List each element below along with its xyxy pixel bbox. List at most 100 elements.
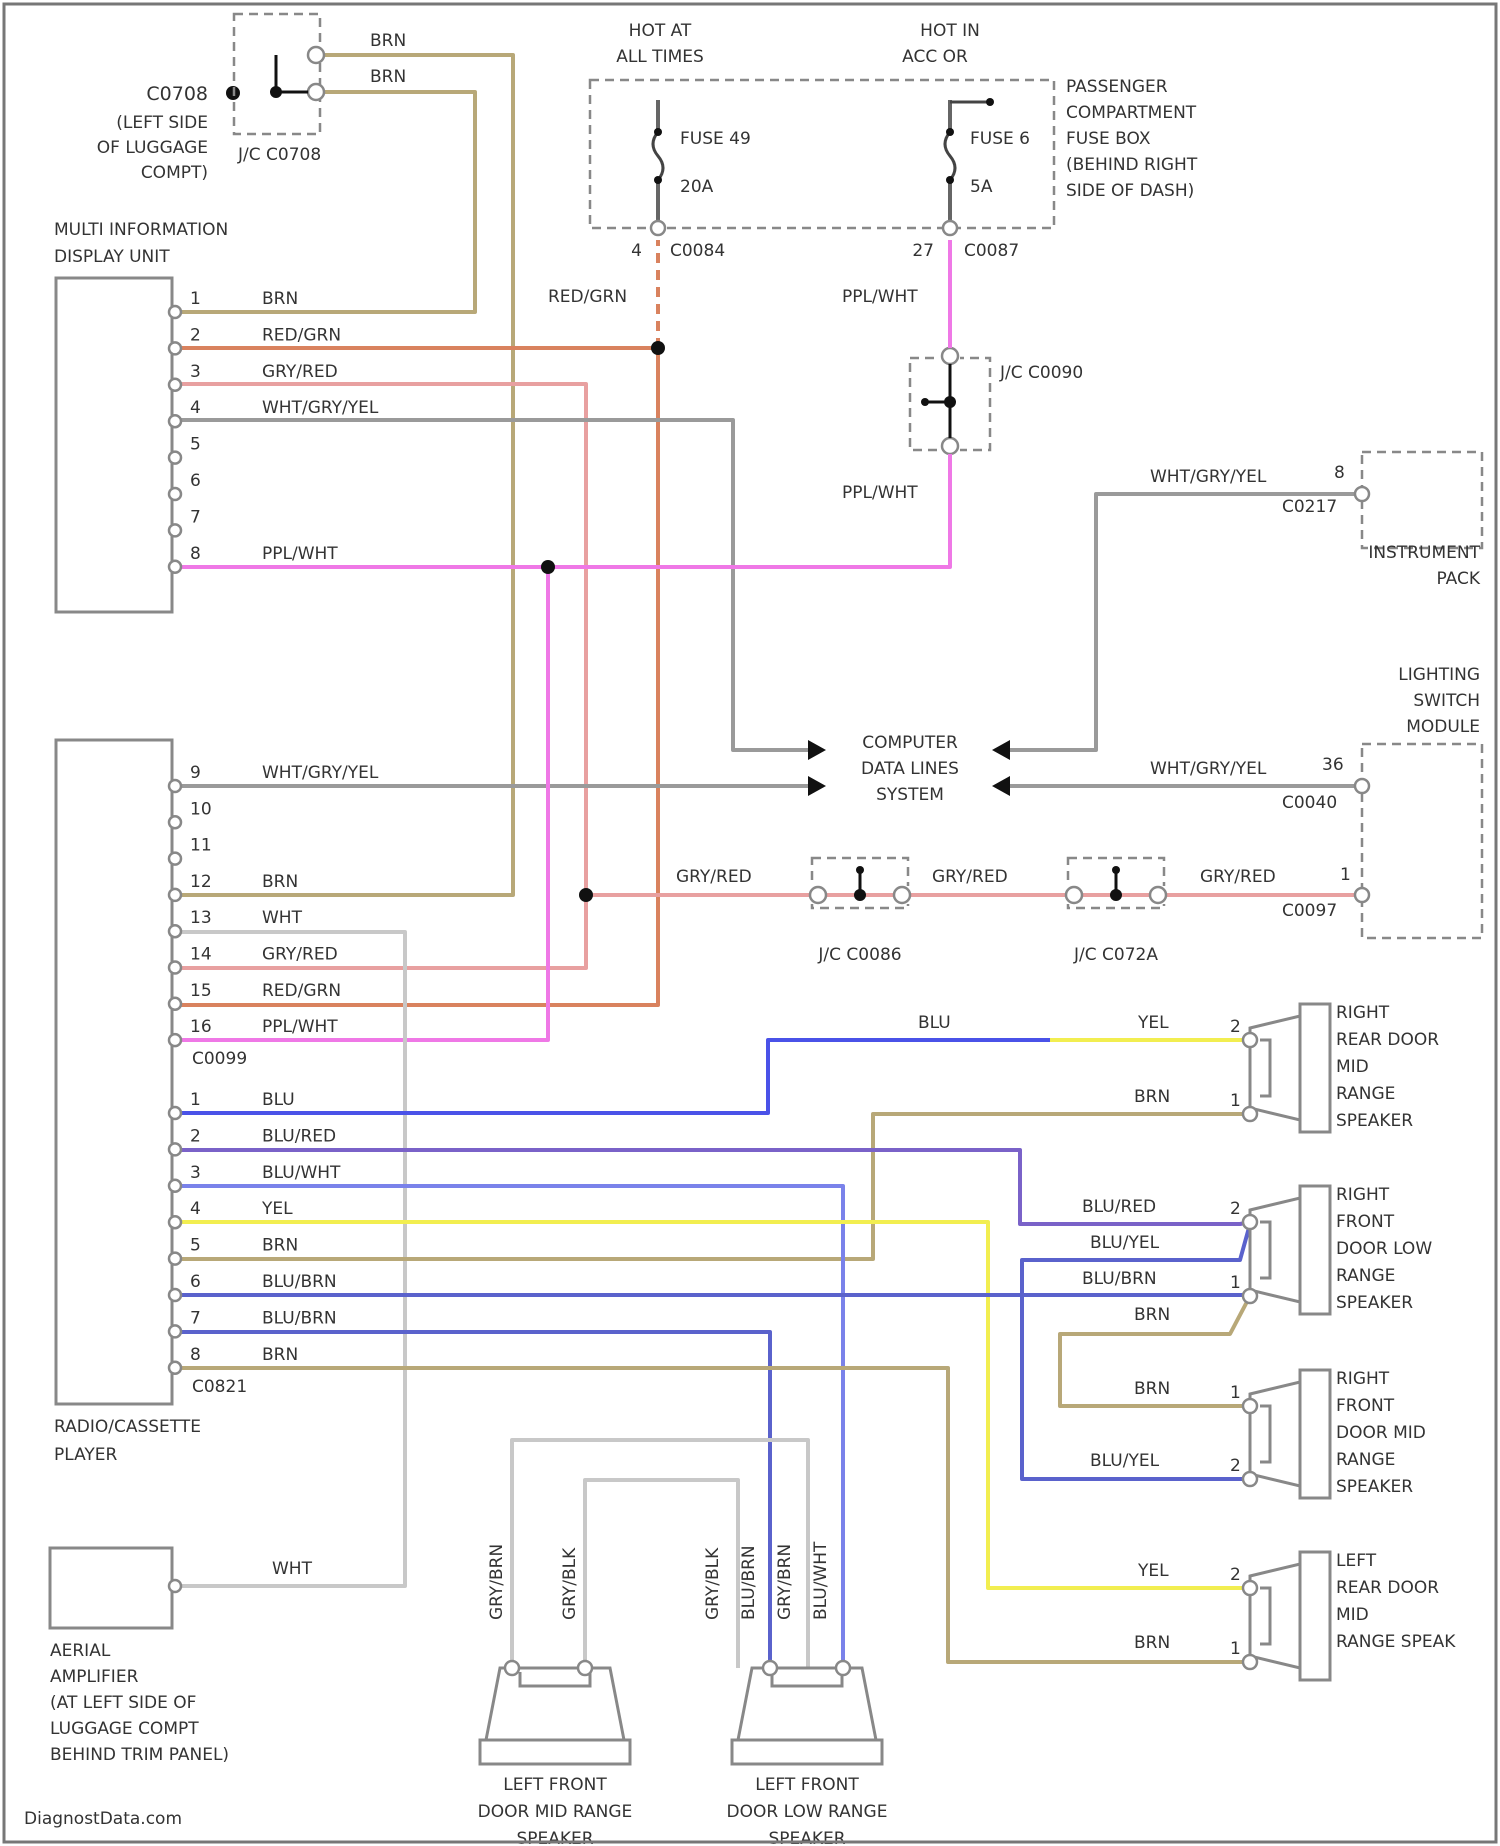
wire-blu xyxy=(175,1040,1050,1113)
radio-cassette-player: 9WHT/GRY/YEL101112BRN13WHT14GRY/RED15RED… xyxy=(54,740,379,1465)
lsm-box xyxy=(1362,744,1482,938)
computer-data-lines: COMPUTER DATA LINES SYSTEM xyxy=(808,733,1010,805)
fuse-box-desc: FUSE BOX xyxy=(1066,129,1151,149)
wire-label: BLU/BRN xyxy=(739,1545,759,1620)
wire-label: RED/GRN xyxy=(262,981,341,1001)
wire-label: BRN xyxy=(1134,1633,1170,1653)
speaker-label: SPEAKER xyxy=(1336,1477,1413,1497)
speaker-rf_low: 21RIGHTFRONTDOOR LOWRANGESPEAKER xyxy=(1230,1185,1432,1314)
pin-number: 12 xyxy=(190,872,212,892)
c0708-desc: OF LUGGAGE xyxy=(97,138,208,158)
wire-label: BLU/RED xyxy=(262,1126,336,1146)
hot-label: HOT IN xyxy=(920,21,980,41)
hot-label: ALL TIMES xyxy=(616,47,704,67)
watermark: DiagnostData.com xyxy=(24,1809,182,1829)
speaker-rr_mid: 21RIGHTREAR DOORMIDRANGESPEAKER xyxy=(1230,1003,1439,1132)
wire-label: BLU/WHT xyxy=(262,1163,341,1183)
speaker-icon xyxy=(1250,1564,1300,1668)
pin xyxy=(169,889,181,901)
lsm-title: MODULE xyxy=(1406,717,1480,737)
pin xyxy=(942,348,958,364)
wire-label: PPL/WHT xyxy=(262,1017,338,1037)
speaker-label: DOOR LOW RANGE xyxy=(727,1802,888,1822)
fuse1-rating: 20A xyxy=(680,177,714,197)
speaker-label: SPEAKER xyxy=(1336,1111,1413,1131)
pin-number: 11 xyxy=(190,836,212,856)
wire-wht-gry-yel-ip xyxy=(1010,494,1362,750)
c0708-desc: COMPT) xyxy=(141,163,208,183)
speaker-label: FRONT xyxy=(1336,1396,1395,1416)
speaker-icon xyxy=(486,1668,624,1740)
aerial-desc: AERIAL xyxy=(50,1641,111,1661)
wire-label: WHT xyxy=(262,908,303,928)
speaker-label: MID xyxy=(1336,1057,1369,1077)
speaker-lf_low: LEFT FRONTDOOR LOW RANGESPEAKER xyxy=(727,1661,888,1846)
pin xyxy=(169,379,181,391)
pin xyxy=(169,1034,181,1046)
speaker-label: RANGE xyxy=(1336,1084,1395,1104)
pin xyxy=(169,415,181,427)
speaker-label: REAR DOOR xyxy=(1336,1578,1439,1598)
jc-label: J/C C072A xyxy=(1073,945,1158,965)
multi-information-display: MULTI INFORMATION DISPLAY UNIT 1BRN2RED/… xyxy=(54,220,379,612)
connector-label: C0097 xyxy=(1282,901,1337,921)
radio-title: PLAYER xyxy=(54,1445,118,1465)
wire-label: BLU/YEL xyxy=(1090,1233,1160,1253)
pin xyxy=(943,221,957,235)
aerial-amplifier: AERIAL AMPLIFIER (AT LEFT SIDE OF LUGGAG… xyxy=(50,1548,229,1765)
pin xyxy=(169,925,181,937)
speaker-label: LEFT FRONT xyxy=(503,1775,607,1795)
wire-gry-red xyxy=(175,384,586,968)
pin-number: 9 xyxy=(190,763,201,783)
radio-box xyxy=(56,740,172,1404)
wire-label: BRN xyxy=(1134,1379,1170,1399)
pin-number: 2 xyxy=(190,325,201,345)
aerial-box xyxy=(50,1548,172,1628)
wire-label: GRY/BLK xyxy=(560,1547,580,1620)
bottom-wire-labels: GRY/BRN GRY/BLK GRY/BLK BLU/BRN GRY/BRN … xyxy=(487,1541,831,1620)
pin xyxy=(169,342,181,354)
pin-number: 3 xyxy=(190,362,201,382)
speaker-icon xyxy=(1250,1382,1300,1486)
pin-number: 2 xyxy=(1230,1017,1241,1037)
wire-label: WHT/GRY/YEL xyxy=(1150,467,1267,487)
wire-label: YEL xyxy=(1137,1013,1169,1033)
pin xyxy=(169,816,181,828)
pin-number: 8 xyxy=(190,544,201,564)
speaker-lf_mid: LEFT FRONTDOOR MID RANGESPEAKER xyxy=(478,1661,633,1846)
c0708-label: C0708 xyxy=(146,83,208,105)
wire-label: PPL/WHT xyxy=(262,544,338,564)
pin-number: 7 xyxy=(190,507,201,527)
instrument-pack-title: PACK xyxy=(1436,569,1480,589)
wire-label: BLU/BRN xyxy=(262,1308,337,1328)
data-lines-title: SYSTEM xyxy=(876,785,944,805)
wire-label: BLU/BRN xyxy=(1082,1269,1157,1289)
wire-blu-yel-rf xyxy=(1022,1224,1250,1479)
fuse-box-desc: COMPARTMENT xyxy=(1066,103,1197,123)
data-lines-title: COMPUTER xyxy=(862,733,958,753)
pin xyxy=(169,561,181,573)
aerial-desc: AMPLIFIER xyxy=(50,1667,139,1687)
pin-number: 4 xyxy=(631,241,642,261)
aerial-desc: (AT LEFT SIDE OF xyxy=(50,1693,196,1713)
wire-label: BRN xyxy=(370,31,406,51)
speaker-label: SPEAKER xyxy=(1336,1293,1413,1313)
connector-label: C0087 xyxy=(964,241,1019,261)
wire-label: BLU/YEL xyxy=(1090,1451,1160,1471)
pin-number: 1 xyxy=(190,1090,201,1110)
pin xyxy=(169,1143,181,1155)
aerial-desc: LUGGAGE COMPT xyxy=(50,1719,199,1739)
pin-number: 4 xyxy=(190,1199,201,1219)
wire-label: RED/GRN xyxy=(262,325,341,345)
wire-label: GRY/BRN xyxy=(487,1544,507,1620)
speaker-icon xyxy=(1250,1016,1300,1120)
pin xyxy=(651,221,665,235)
wire-label: BRN xyxy=(1134,1305,1170,1325)
pin-number: 2 xyxy=(1230,1565,1241,1585)
connector-label: C0099 xyxy=(192,1049,247,1069)
pin xyxy=(169,1107,181,1119)
pin-number: 1 xyxy=(190,289,201,309)
mid-title: DISPLAY UNIT xyxy=(54,247,170,267)
junction-dot xyxy=(579,888,593,902)
connector-label: C0821 xyxy=(192,1377,247,1397)
